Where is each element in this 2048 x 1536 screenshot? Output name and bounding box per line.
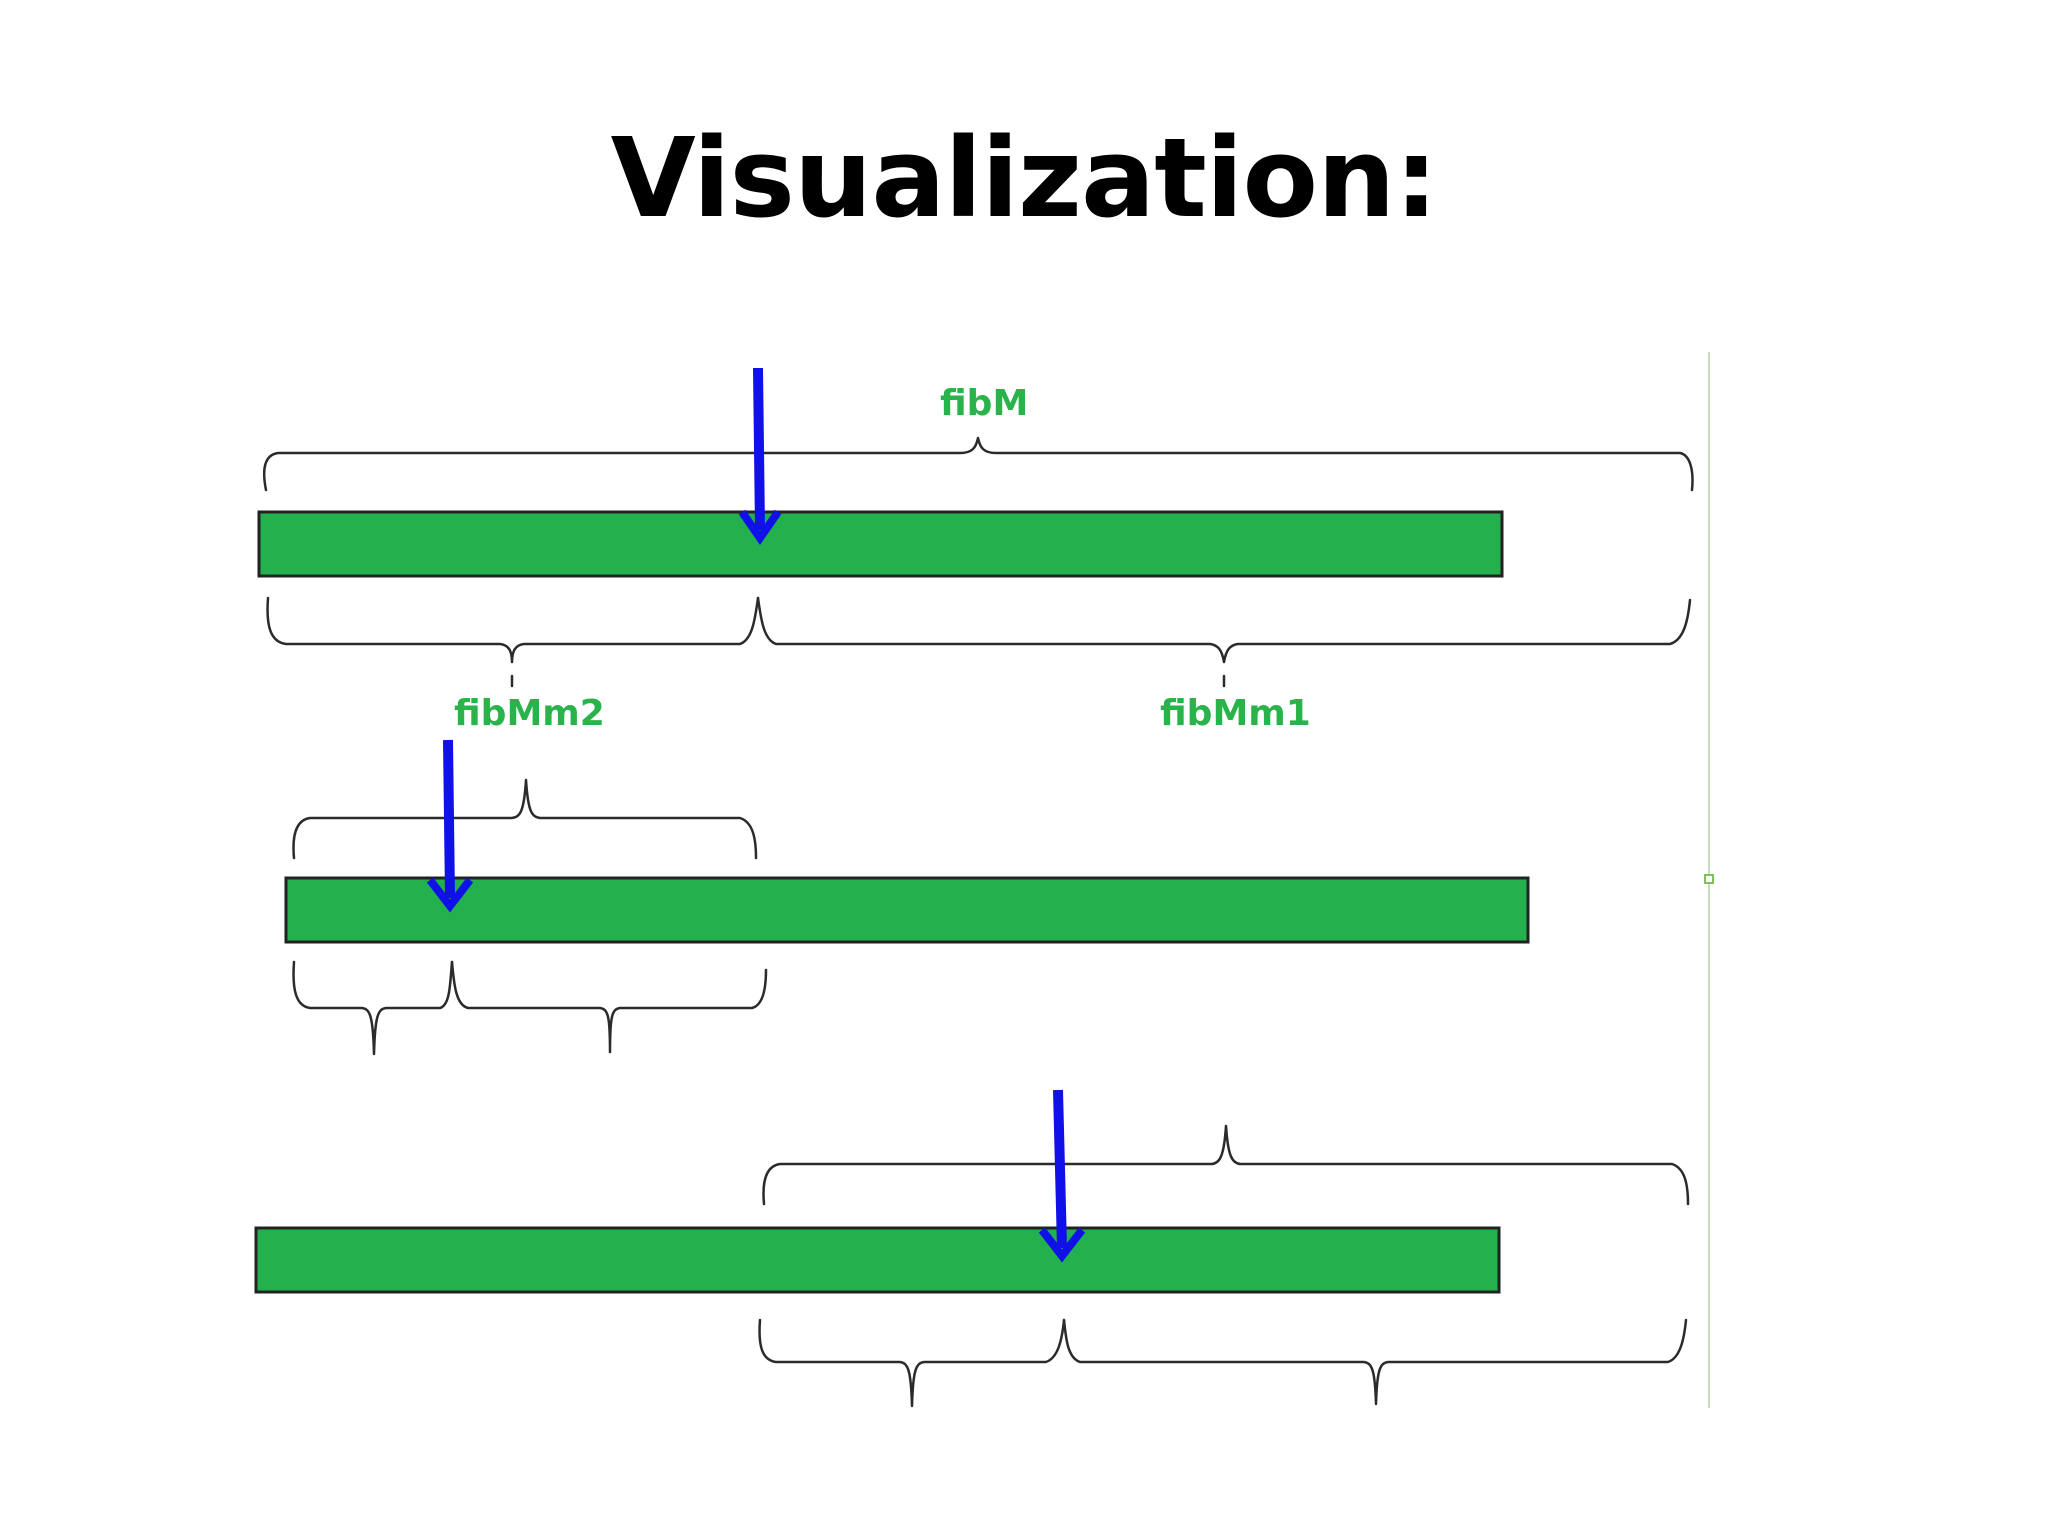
brace-top-row2 [292,778,758,860]
brace-top-row3 [762,1124,1690,1206]
brace-bottom-row2-left [292,960,454,1056]
brace-bottom-row3-right [1062,1318,1688,1406]
array-bar-1 [257,510,1504,578]
brace-bottom-row2-right [450,960,768,1054]
brace-bottom-fibMm1 [756,596,1692,664]
row-2 [284,739,1530,1056]
guide-handle [1704,874,1714,884]
label-fibMm2: fibMm2 [454,693,605,734]
row-3 [254,1089,1690,1408]
brace-top-fibM [262,436,1694,492]
down-arrow-icon [426,739,474,913]
array-bar-2 [284,876,1530,944]
brace-bottom-fibMm2 [266,596,760,664]
brace-bottom-row3-left [758,1318,1066,1408]
row-1: fibM fibMm2 fibMm1 [257,367,1694,734]
down-arrow-icon [738,367,782,546]
array-bar-3 [254,1226,1501,1294]
label-fibM: fibM [940,383,1028,424]
slide-title: Visualization: [610,114,1439,242]
label-fibMm1: fibMm1 [1160,693,1311,734]
down-arrow-icon [1038,1089,1086,1263]
